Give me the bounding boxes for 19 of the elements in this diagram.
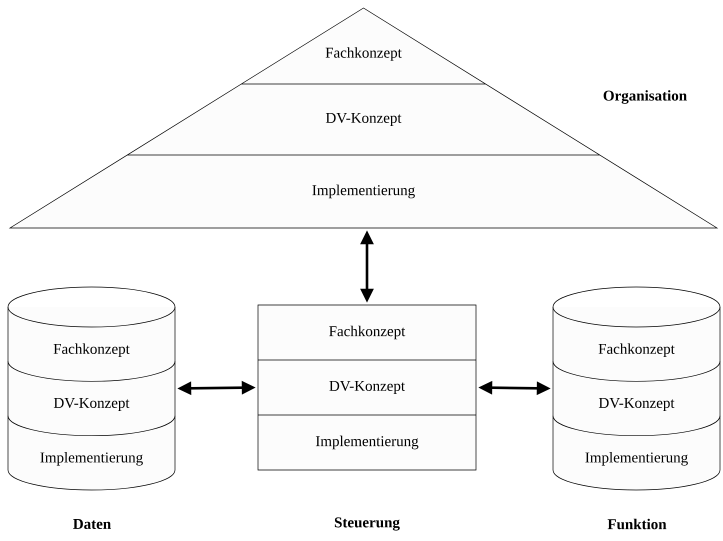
layer-label: Fachkonzept [598,343,675,357]
layer-label: DV-Konzept [329,381,405,394]
layered-box [258,304,476,470]
view-title: Funktion [608,518,666,530]
layer-label: DV-Konzept [54,398,130,411]
view-title: Steuerung [334,517,400,531]
layer-label: DV-Konzept [598,398,674,411]
layer-label: Fachkonzept [54,343,130,357]
layer-label: Implementierung [316,436,418,450]
cylinder-drawing [552,286,720,490]
layer-label: Implementierung [40,452,143,466]
view-title: Daten [73,519,111,529]
layer-label: DV-Konzept [326,113,402,126]
layer-label: Fachkonzept [326,47,402,61]
layer-label: Implementierung [312,184,415,198]
cylinder-drawing [8,286,176,490]
layer-label: Fachkonzept [329,326,406,340]
layer-label: Implementierung [585,452,688,466]
view-title: Organisation [604,90,687,104]
